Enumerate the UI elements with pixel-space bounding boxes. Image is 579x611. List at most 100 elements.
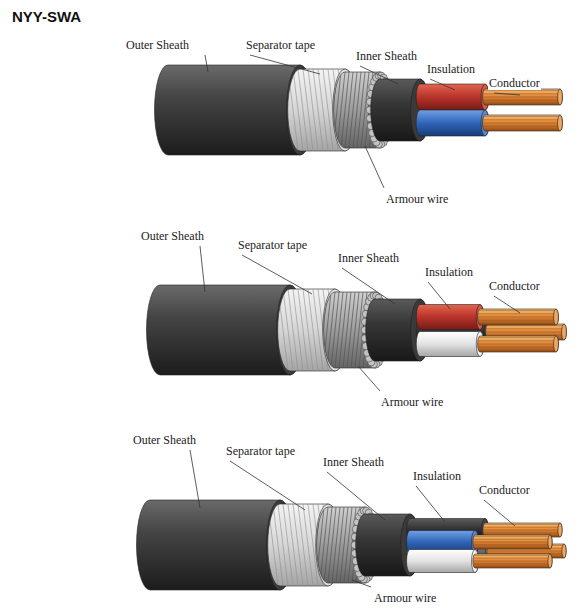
conductor-strand — [480, 103, 565, 104]
part-label: Separator tape — [225, 444, 296, 458]
tape-line — [273, 504, 283, 586]
armour-strand — [312, 507, 320, 583]
layer-texture — [480, 524, 565, 535]
conductor-strand — [475, 347, 561, 348]
tape-line — [303, 69, 313, 151]
layer-texture — [475, 338, 561, 351]
armour-strand — [339, 292, 347, 368]
leader-line — [494, 296, 520, 313]
conductor-strand — [480, 527, 565, 528]
copper-conductor-end — [558, 89, 563, 105]
copper-conductor-end — [554, 309, 559, 325]
armour-strand — [343, 292, 351, 368]
conductor-strand — [480, 100, 565, 101]
armour-strand — [331, 292, 339, 368]
leader-line — [365, 146, 384, 188]
conductor-strand — [483, 328, 569, 329]
conductor-strand — [475, 337, 561, 338]
copper-conductor-end — [548, 535, 552, 549]
conductor-strand — [480, 126, 565, 127]
armour-strand — [340, 507, 348, 583]
tape-line — [318, 69, 328, 151]
part-label: Outer Sheath — [132, 433, 197, 447]
conductor-strand — [470, 544, 555, 545]
conductor-strand — [475, 320, 561, 321]
armour-strand — [323, 292, 331, 368]
armour-strand — [308, 507, 316, 583]
tape-line — [288, 69, 298, 151]
tape-line — [288, 504, 298, 586]
copper-conductor-end — [554, 336, 559, 352]
core-insulation — [416, 110, 489, 136]
armour-strand — [336, 507, 344, 583]
armour-strand — [345, 72, 353, 148]
copper-conductor-end — [562, 544, 566, 558]
conductor-strand — [470, 542, 555, 543]
conductor-strand — [470, 536, 555, 537]
conductor-strand — [470, 547, 555, 548]
leader-line — [205, 55, 208, 72]
part-label: Armour wire — [380, 395, 444, 409]
leader-line — [428, 282, 450, 309]
conductor-strand — [475, 340, 561, 341]
layer-texture — [470, 555, 555, 566]
core-insulation — [416, 305, 483, 330]
conductor-strand — [480, 90, 565, 91]
leader-line — [360, 66, 398, 84]
conductor-strand — [480, 93, 565, 94]
armour-strand — [349, 72, 357, 148]
conductor-strand — [483, 335, 569, 336]
tape-line — [298, 69, 308, 151]
armour-strand — [329, 72, 337, 148]
conductor-strand — [480, 532, 565, 533]
armour-strand — [316, 507, 324, 583]
part-label: Conductor — [488, 279, 541, 293]
layer-texture — [480, 91, 565, 104]
armour-strand — [351, 292, 359, 368]
tape-line — [298, 504, 308, 586]
leader-line — [430, 79, 455, 90]
tape-line — [298, 289, 308, 371]
part-label: Insulation — [424, 265, 474, 279]
conductor-strand — [480, 116, 565, 117]
armour-strand — [347, 292, 355, 368]
part-label: Inner Sheath — [337, 251, 400, 265]
part-label: Armour wire — [373, 591, 437, 605]
armour-strand — [341, 72, 349, 148]
conductor-strand — [480, 129, 565, 130]
leader-line — [358, 366, 380, 391]
layer-texture — [470, 536, 555, 547]
copper-conductor-end — [562, 324, 567, 340]
conductor-strand — [475, 350, 561, 351]
tape-line — [278, 504, 288, 586]
part-label: Conductor — [478, 483, 531, 497]
conductor-strand — [480, 524, 565, 525]
conductor-strand — [475, 310, 561, 311]
conductor-strand — [483, 332, 569, 333]
conductor-strand — [480, 97, 565, 98]
leader-line — [352, 580, 371, 587]
layer-texture — [480, 117, 565, 130]
part-label: Separator tape — [237, 238, 308, 252]
tape-line — [323, 69, 333, 151]
core-insulation — [407, 550, 479, 573]
part-label: Insulation — [426, 62, 476, 76]
title-text: NYY-SWA — [12, 8, 81, 26]
part-label: Outer Sheath — [125, 38, 190, 52]
conductor-strand — [470, 558, 555, 559]
part-label: Inner Sheath — [322, 455, 385, 469]
conductor-strand — [470, 563, 555, 564]
conductor-strand — [470, 555, 555, 556]
conductor-strand — [470, 539, 555, 540]
tape-line — [293, 289, 303, 371]
armour-strand — [337, 72, 345, 148]
armour-strand — [320, 507, 328, 583]
layer-texture — [475, 311, 561, 324]
part-label: Insulation — [412, 469, 462, 483]
tape-line — [313, 289, 323, 371]
tape-line — [283, 289, 293, 371]
conductor-strand — [480, 119, 565, 120]
conductor-strand — [470, 561, 555, 562]
leader-line — [250, 55, 320, 74]
armour-strand — [324, 507, 332, 583]
